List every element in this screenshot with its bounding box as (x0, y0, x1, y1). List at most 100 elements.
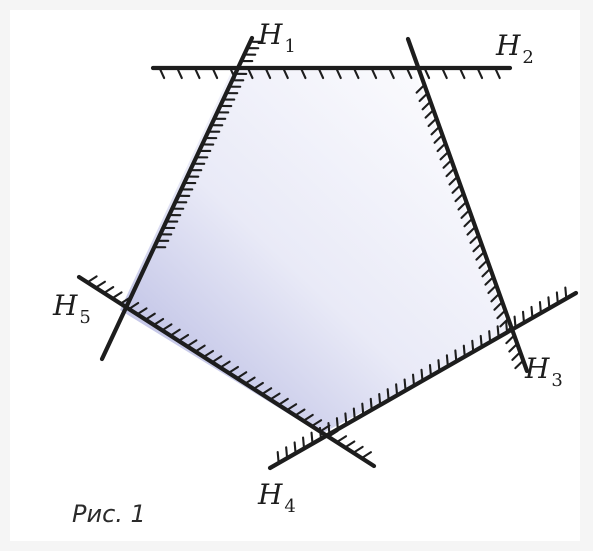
hatch-mark-h5 (145, 312, 156, 320)
boundary-lines (76, 35, 579, 471)
hatch-mark-h4 (496, 325, 500, 337)
hatch-mark-h5 (320, 424, 331, 432)
hatch-mark-h3 (457, 201, 467, 211)
hatch-mark-h2 (371, 68, 378, 80)
hatch-mark-h4 (386, 388, 390, 400)
hatch-mark-h5 (170, 328, 181, 336)
hatch-mark-h5 (353, 445, 364, 454)
svg-text:H1: H1 (257, 18, 296, 57)
hatch-mark-h5 (129, 301, 140, 310)
hatch-mark-h3 (436, 143, 446, 153)
hatch-mark-h2 (318, 68, 325, 80)
feasible-region (120, 68, 510, 434)
hatch-layer (87, 40, 568, 463)
hatch-mark-h5 (278, 397, 289, 406)
hatch-mark-h4 (530, 305, 534, 318)
hatch-mark-h4 (437, 359, 441, 371)
hatch-mark-h3 (469, 235, 479, 244)
svg-text:H5: H5 (52, 289, 91, 328)
hatch-mark-h2 (424, 68, 431, 80)
hatch-mark-h3 (451, 185, 461, 194)
hatch-mark-h4 (352, 407, 356, 420)
hatch-mark-h3 (433, 134, 443, 144)
hatch-mark-h4 (521, 310, 525, 323)
hatch-mark-h3 (490, 293, 500, 303)
hatch-mark-h5 (178, 333, 190, 342)
hatch-mark-h4 (327, 422, 331, 434)
hatch-mark-h3 (475, 251, 485, 261)
hatch-mark-h5 (162, 323, 173, 331)
hatch-mark-h4 (428, 363, 432, 376)
hatch-mark-h4 (395, 383, 399, 395)
hatch-mark-h5 (253, 381, 264, 390)
hatch-mark-h5 (295, 408, 306, 416)
hatch-mark-h5 (237, 371, 248, 379)
hatch-mark-h3 (487, 285, 497, 295)
hatch-mark-h3 (418, 93, 428, 103)
hatch-mark-h2 (494, 68, 501, 80)
hatch-mark-h4 (564, 286, 568, 299)
hatch-mark-h3 (481, 268, 491, 278)
hatch-mark-h4 (369, 397, 373, 410)
hatch-mark-h5 (361, 451, 373, 459)
boundary-line-h5 (76, 274, 377, 469)
hatch-mark-h4 (547, 296, 551, 308)
hatch-mark-h4 (276, 451, 280, 463)
hatch-mark-h5 (270, 392, 281, 400)
hatch-mark-h5 (303, 413, 314, 422)
hatch-mark-h5 (336, 435, 348, 443)
hatch-mark-h3 (460, 210, 470, 219)
hatch-mark-h4 (335, 417, 339, 429)
hatch-mark-h4 (420, 368, 424, 381)
hatch-mark-h2 (300, 68, 307, 80)
hatch-mark-h5 (228, 365, 239, 374)
figure-caption: Рис. 1 (72, 500, 146, 528)
hatch-mark-h5 (287, 403, 298, 411)
hatch-mark-h2 (406, 68, 413, 80)
hatch-mark-h2 (353, 68, 360, 80)
hatch-mark-h5 (112, 291, 123, 299)
hatch-mark-h5 (87, 275, 98, 283)
hatch-mark-h2 (212, 68, 219, 80)
hatch-mark-h2 (265, 68, 272, 80)
hatch-mark-h5 (104, 286, 115, 294)
hatch-mark-h4 (479, 334, 483, 347)
hatch-mark-h3 (421, 101, 431, 111)
hatch-mark-h5 (187, 339, 198, 347)
hatch-mark-h4 (310, 431, 314, 444)
hatch-mark-h3 (448, 176, 458, 186)
hatch-mark-h2 (176, 68, 183, 80)
hatch-mark-h4 (555, 291, 559, 304)
hatch-mark-h2 (477, 68, 484, 80)
svg-text:H4: H4 (257, 478, 296, 517)
hatch-mark-h3 (466, 226, 476, 236)
hatch-mark-h3 (514, 360, 524, 370)
hatch-mark-h2 (282, 68, 289, 80)
hatch-mark-h5 (95, 280, 106, 288)
hatch-mark-h2 (441, 68, 448, 80)
hatch-mark-h4 (445, 354, 449, 366)
hatch-mark-h3 (493, 301, 503, 311)
hatch-mark-h4 (505, 320, 509, 333)
hatch-mark-h2 (247, 68, 254, 80)
hatch-mark-h4 (513, 315, 517, 328)
hatch-mark-h5 (195, 344, 206, 352)
hatch-mark-h2 (159, 68, 166, 80)
hatch-mark-h3 (511, 352, 521, 361)
hatch-mark-h4 (302, 436, 305, 449)
hatch-mark-h5 (245, 376, 256, 384)
hatch-mark-h4 (454, 349, 458, 362)
svg-text:H3: H3 (524, 352, 563, 391)
hatch-mark-h3 (508, 343, 518, 353)
hatch-mark-h2 (459, 68, 466, 80)
hatch-mark-h3 (454, 193, 464, 203)
hatch-mark-h3 (484, 276, 494, 286)
hatch-mark-h3 (427, 118, 437, 128)
hatch-mark-h5 (262, 387, 273, 395)
hatch-mark-h3 (430, 126, 440, 136)
